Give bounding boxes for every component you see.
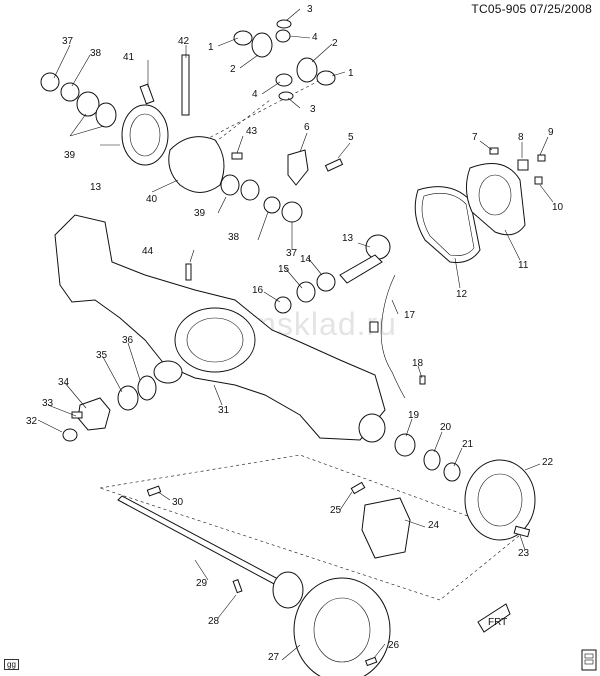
callout-43: 43 <box>246 126 258 137</box>
small-hardware-top <box>287 147 546 186</box>
callout-16: 16 <box>252 285 264 296</box>
diagram-code: TC05-905 <box>471 2 527 16</box>
callout-3: 3 <box>307 4 313 15</box>
callout-37b: 37 <box>286 248 298 259</box>
callout-1: 1 <box>208 42 214 53</box>
callout-14: 14 <box>300 254 312 265</box>
callout-7: 7 <box>472 132 478 143</box>
callout-36: 36 <box>122 335 134 346</box>
corner-icon <box>581 649 597 671</box>
callout-6: 6 <box>304 122 310 133</box>
callout-12: 12 <box>456 289 468 300</box>
callout-13b: 13 <box>342 233 354 244</box>
callout-42: 42 <box>178 36 190 47</box>
callout-19: 19 <box>408 410 420 421</box>
callout-13: 13 <box>90 182 102 193</box>
callout-17: 17 <box>404 310 416 321</box>
callout-27: 27 <box>268 652 280 663</box>
callout-24: 24 <box>428 520 440 531</box>
callout-3b: 3 <box>310 104 316 115</box>
callout-10: 10 <box>552 202 564 213</box>
front-arrow-label: FRT <box>488 617 507 628</box>
front-arrow: FRT <box>477 603 511 633</box>
diagram-header: TC05-905 07/25/2008 <box>471 2 592 16</box>
callout-37: 37 <box>62 36 74 47</box>
callout-33: 33 <box>42 398 54 409</box>
callout-25: 25 <box>330 505 342 516</box>
callout-11: 11 <box>518 260 529 271</box>
callout-2b: 2 <box>332 38 338 49</box>
brake-group <box>350 433 536 559</box>
callout-4: 4 <box>312 32 318 43</box>
callout-28: 28 <box>208 616 220 627</box>
callout-18: 18 <box>412 358 424 369</box>
callout-41: 41 <box>123 52 135 63</box>
callout-21: 21 <box>462 439 474 450</box>
callout-32: 32 <box>26 416 38 427</box>
diagram-date: 07/25/2008 <box>529 2 592 16</box>
callout-9: 9 <box>548 127 554 138</box>
ring-gear-group <box>40 54 303 223</box>
callout-5: 5 <box>348 132 354 143</box>
callout-38: 38 <box>90 48 102 59</box>
axle-housing <box>54 214 426 443</box>
callout-8: 8 <box>518 132 524 143</box>
callout-31: 31 <box>218 405 230 416</box>
callout-23: 23 <box>518 548 530 559</box>
callout-30: 30 <box>172 497 184 508</box>
callout-39b: 39 <box>194 208 206 219</box>
cover-gasket <box>414 163 526 263</box>
callout-44: 44 <box>142 246 154 257</box>
corner-badge: gg <box>4 659 19 670</box>
callout-29: 29 <box>196 578 208 589</box>
callout-35: 35 <box>96 350 108 361</box>
leader-lines <box>37 8 554 661</box>
callout-4b: 4 <box>252 89 258 100</box>
callout-20: 20 <box>440 422 452 433</box>
callout-2: 2 <box>230 64 236 75</box>
callout-34: 34 <box>58 377 70 388</box>
callout-26: 26 <box>388 640 400 651</box>
callout-38b: 38 <box>228 232 240 243</box>
callout-39: 39 <box>64 150 76 161</box>
callout-40: 40 <box>146 194 158 205</box>
callout-15: 15 <box>278 264 290 275</box>
callout-labels: 1 1 2 2 3 3 4 4 5 6 7 8 9 10 11 12 13 13… <box>26 4 564 663</box>
differential-gears <box>233 19 336 101</box>
callout-22: 22 <box>542 457 554 468</box>
axle-shaft-rotor <box>117 485 391 676</box>
pinion-group <box>274 234 391 314</box>
yoke-group <box>62 375 157 442</box>
callout-1b: 1 <box>348 68 354 79</box>
